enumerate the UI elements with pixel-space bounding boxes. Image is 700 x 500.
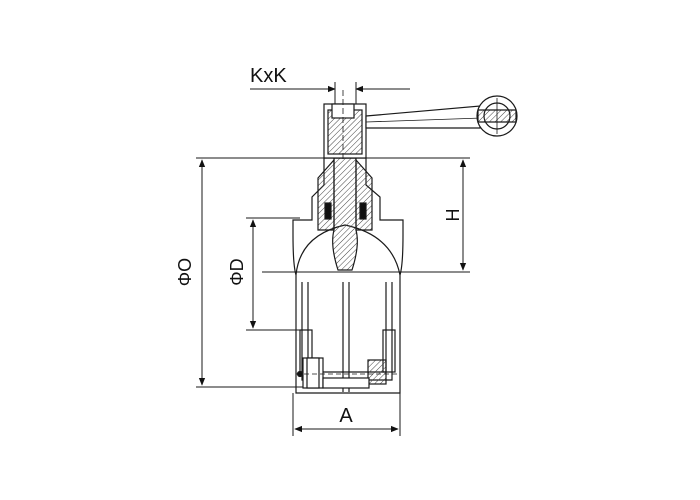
dimension-lines <box>196 82 470 436</box>
label-h: H <box>443 209 463 222</box>
valve-body <box>292 90 518 394</box>
label-phi-o: ΦO <box>175 258 195 286</box>
label-phi-d: ΦD <box>227 258 247 285</box>
label-kxk: KxK <box>250 65 287 87</box>
label-a: A <box>339 405 353 427</box>
